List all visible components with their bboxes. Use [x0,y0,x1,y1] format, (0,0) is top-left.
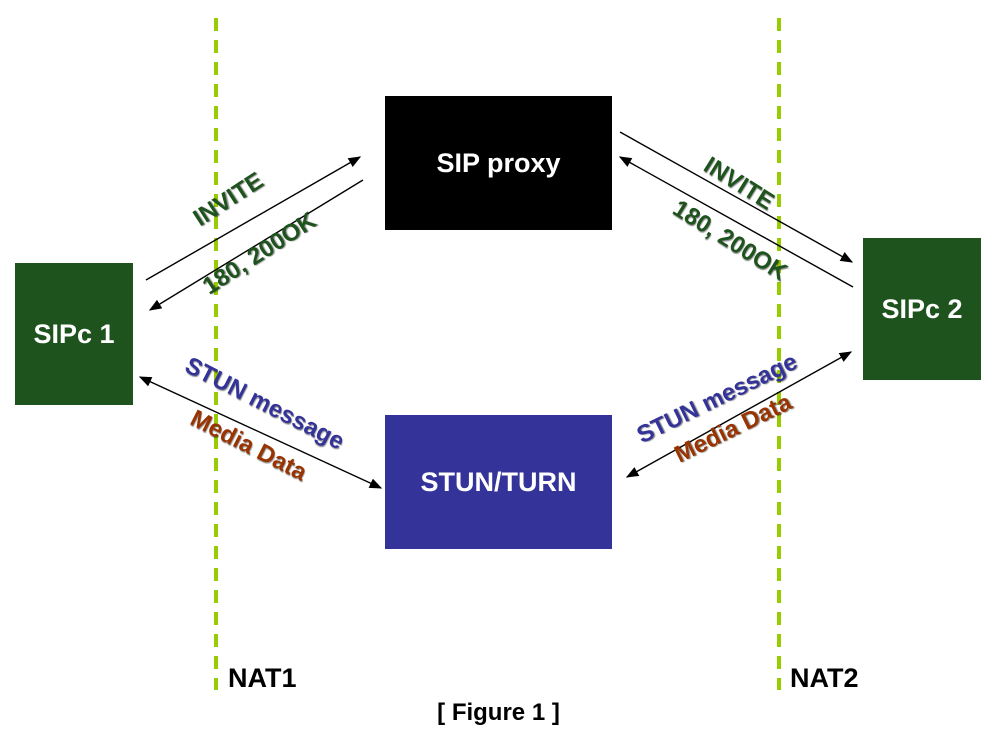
arrow-ok-proxy-to-sipc1 [148,179,364,311]
arrow-invite-sipc1-to-proxy [145,156,362,281]
arrow-stun-sipc1-turn [138,376,383,489]
sipc1-label: SIPc 1 [33,318,115,349]
arrow-ok-sipc2-to-proxy [618,156,854,288]
sipc1-node: SIPc 1 [15,263,133,405]
sip-proxy-node: SIP proxy [385,96,612,230]
sipc2-label: SIPc 2 [881,293,963,324]
sip-proxy-label: SIP proxy [436,147,561,178]
nat2-label: NAT2 [790,663,859,693]
figure-caption: [ Figure 1 ] [437,699,560,726]
sipc2-node: SIPc 2 [863,238,981,380]
arrow-stun-turn-sipc2 [625,351,853,478]
arrow-invite-proxy-to-sipc2 [619,131,854,263]
nat1-label: NAT1 [228,663,297,693]
stun-turn-node: STUN/TURN [385,415,612,549]
stun-turn-label: STUN/TURN [420,466,577,497]
